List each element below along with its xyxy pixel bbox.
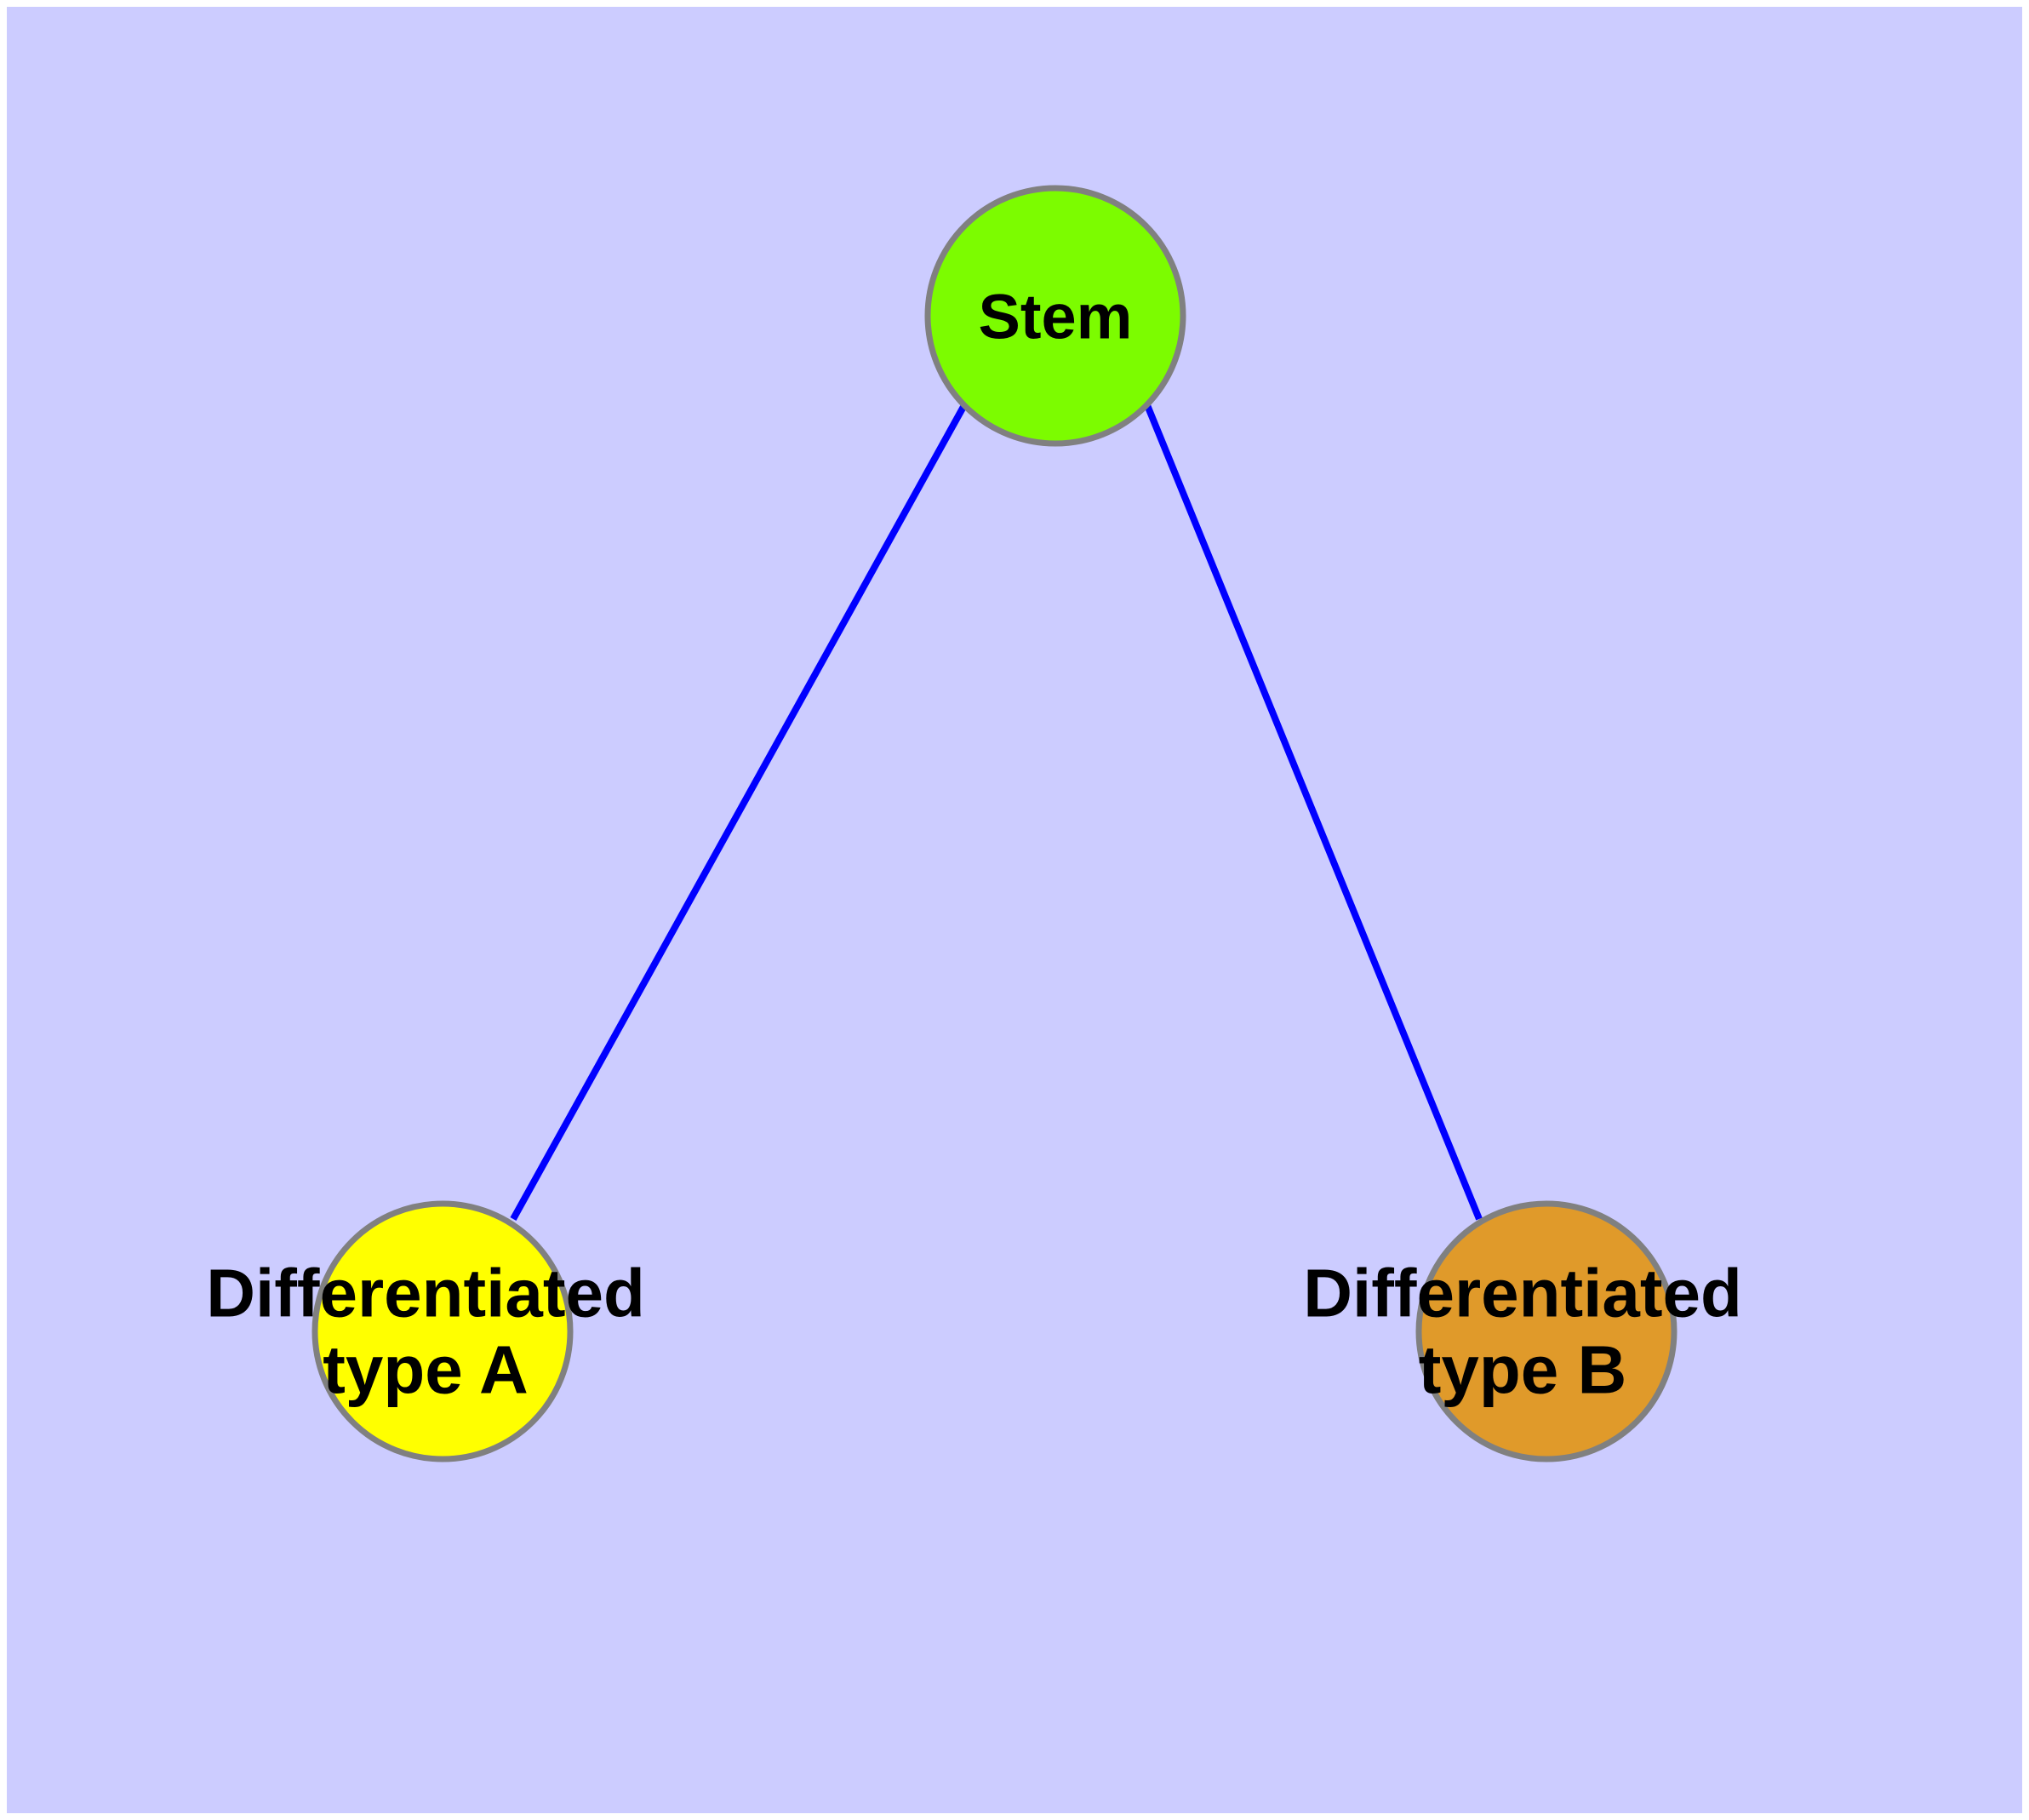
edges-group <box>510 403 1483 1221</box>
nodes-group <box>311 185 1677 1462</box>
graph-svg <box>311 185 1677 1462</box>
graph-edge-stem-to-diff-b[interactable] <box>1144 403 1483 1221</box>
graph-edge-stem-to-diff-a[interactable] <box>510 403 968 1221</box>
graph-node-diff-b[interactable] <box>1415 1200 1677 1462</box>
graph-node-stem[interactable] <box>924 185 1186 447</box>
graph-node-diff-a[interactable] <box>311 1200 574 1462</box>
